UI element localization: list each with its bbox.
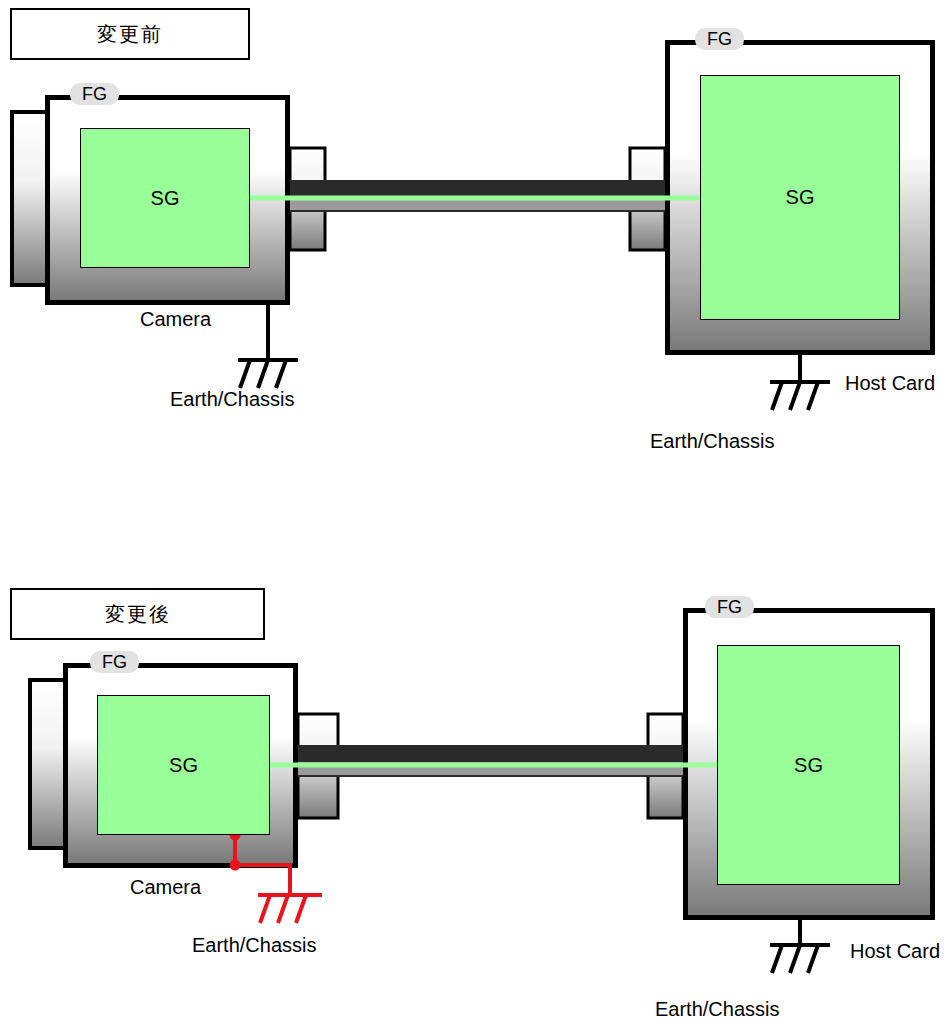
device-label: Host Card xyxy=(845,372,935,395)
panel-title: 変更前 xyxy=(97,21,163,48)
ground-caption: Earth/Chassis xyxy=(650,430,775,453)
camera-lens xyxy=(30,680,66,848)
ground-wire xyxy=(235,835,322,923)
ground-label: SG xyxy=(786,186,815,209)
device-label: Camera xyxy=(140,308,211,331)
signal-ground-board: SG xyxy=(717,645,900,885)
signal-ground-board: SG xyxy=(700,75,900,320)
earth-symbol xyxy=(770,920,830,973)
signal-ground-board: SG xyxy=(97,695,270,835)
ground-label: SG xyxy=(169,754,198,777)
ground-tag: FG xyxy=(70,83,119,105)
camera-lens xyxy=(12,112,48,285)
ground-caption: Earth/Chassis xyxy=(655,998,780,1021)
ground-label: SG xyxy=(794,754,823,777)
ground-label: SG xyxy=(151,187,180,210)
ground-tag: FG xyxy=(90,651,139,673)
frame-ground-housing: FGSG xyxy=(683,608,935,920)
device-label: Camera xyxy=(130,876,201,899)
frame-ground-housing: FGSG xyxy=(63,663,298,868)
device-label: Host Card xyxy=(850,940,940,963)
signal-ground-board: SG xyxy=(80,128,250,268)
ground-tag: FG xyxy=(695,28,744,50)
signal-ground-line xyxy=(270,763,717,768)
signal-ground-line xyxy=(250,196,700,201)
ground-caption: Earth/Chassis xyxy=(170,388,295,411)
cable xyxy=(298,745,683,777)
ground-tag: FG xyxy=(705,596,754,618)
ground-caption: Earth/Chassis xyxy=(192,934,317,957)
title-box: 変更前 xyxy=(10,8,250,60)
title-box: 変更後 xyxy=(10,588,265,640)
frame-ground-housing: FGSG xyxy=(665,40,935,355)
junction-dot xyxy=(230,860,241,871)
junction-dot xyxy=(230,830,241,841)
panel-title: 変更後 xyxy=(105,601,171,628)
